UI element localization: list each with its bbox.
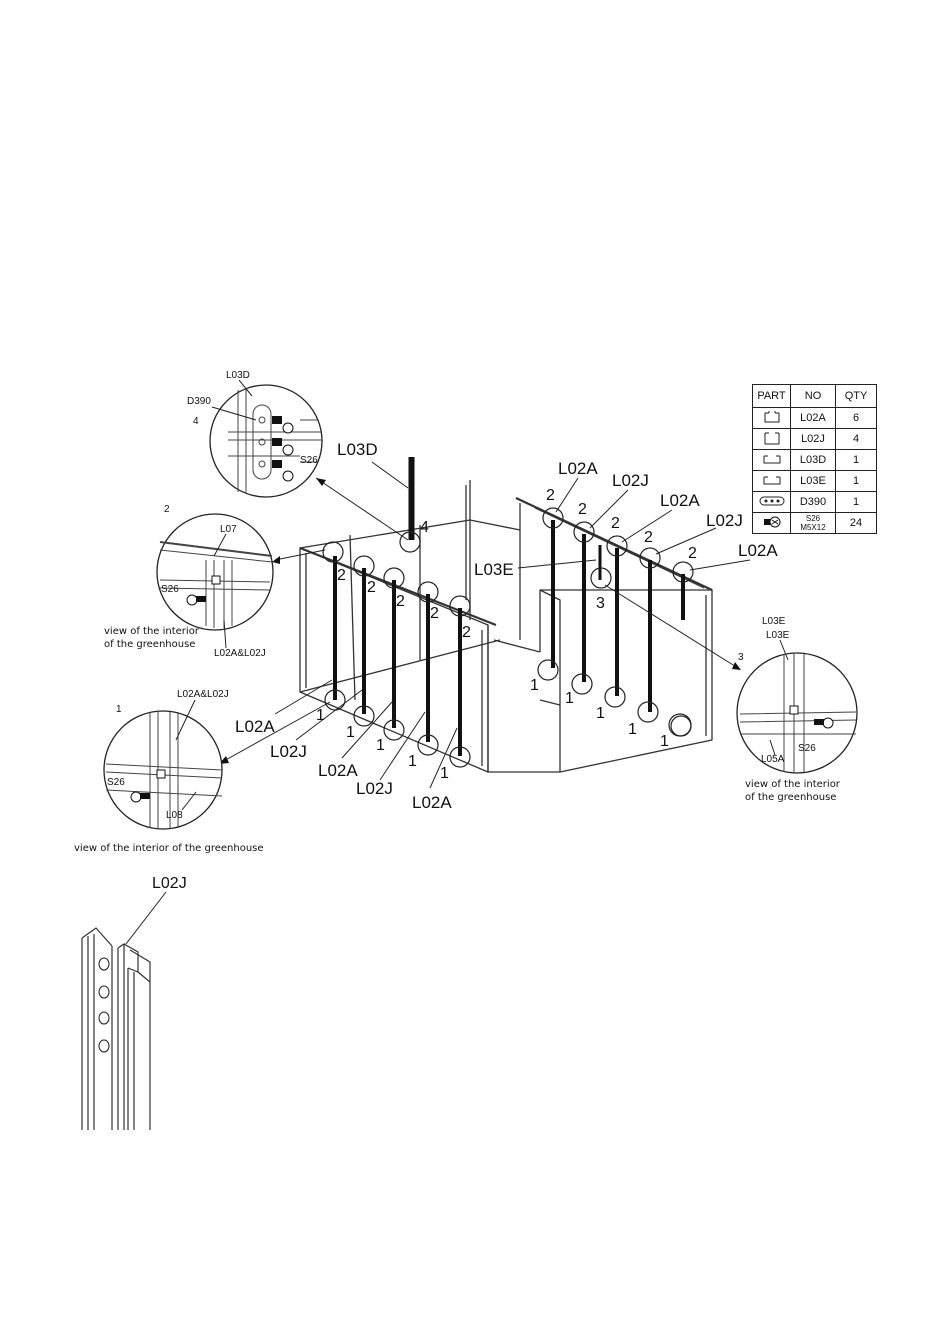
plate-holes-icon xyxy=(752,491,791,513)
step-2: 2 xyxy=(337,567,346,584)
detail-2: 2 L07 S26 L02A&L02J view of the interior… xyxy=(104,504,274,659)
detail-4: L03D D390 4 S26 xyxy=(187,370,323,498)
row-qty: 1 xyxy=(835,470,877,492)
detail-1: 1 L02A&L02J S26 L08 view of the interior… xyxy=(74,689,264,854)
row-qty: 4 xyxy=(835,428,877,450)
row-no: D390 xyxy=(790,491,836,513)
step-2: 2 xyxy=(396,593,405,610)
detail1-s26: S26 xyxy=(107,777,125,788)
detail2-caption2: of the greenhouse xyxy=(104,639,195,650)
detail3-l03e-a: L03E xyxy=(762,616,786,627)
detail4-l03d: L03D xyxy=(226,370,250,381)
step-2: 2 xyxy=(546,487,555,504)
step-4: 4 xyxy=(420,519,429,536)
step-3: 3 xyxy=(596,595,605,612)
table-row: L03E 1 xyxy=(752,470,877,492)
label-l02j-a: L02J xyxy=(612,471,649,490)
step-1: 1 xyxy=(316,707,325,724)
header-qty: QTY xyxy=(835,384,877,408)
l03d-post xyxy=(408,457,415,540)
step-1: 1 xyxy=(346,724,355,741)
detail1-parts: L02A&L02J xyxy=(177,689,229,700)
right-wall-frame xyxy=(515,497,713,773)
row-no-line1: S26 xyxy=(805,514,821,523)
label-l02a-a: L02A xyxy=(558,459,598,478)
detail4-s26: S26 xyxy=(300,455,318,466)
label-l02j-b: L02J xyxy=(706,511,743,530)
detail2-caption1: view of the interior xyxy=(104,626,200,637)
label-l02a-left2: L02A xyxy=(318,761,358,780)
row-qty: 1 xyxy=(835,449,877,471)
detail3-l05a: L05A xyxy=(761,754,785,765)
step-2: 2 xyxy=(688,545,697,562)
profile-flat-icon xyxy=(752,449,791,471)
row-no: L02J xyxy=(790,428,836,450)
detail4-d390: D390 xyxy=(187,396,211,407)
step-1: 1 xyxy=(376,737,385,754)
label-l03d: L03D xyxy=(337,440,378,459)
step-1: 1 xyxy=(628,721,637,738)
detail1-l08: L08 xyxy=(166,810,183,821)
parts-table-header: PART NO QTY xyxy=(752,384,877,408)
table-row: L02A 6 xyxy=(752,407,877,429)
label-l02j-left2: L02J xyxy=(356,779,393,798)
header-part: PART xyxy=(752,384,791,408)
step-1: 1 xyxy=(660,733,669,750)
table-row: L03D 1 xyxy=(752,449,877,471)
profile-u-tall-icon xyxy=(752,428,791,450)
detail3-num: 3 xyxy=(738,652,744,663)
header-no: NO xyxy=(790,384,836,408)
step-1: 1 xyxy=(408,753,417,770)
detail-3: L03E L03E 3 S26 L05A view of the interio… xyxy=(736,616,858,803)
parts-table: PART NO QTY L02A 6 L02J 4 L03D 1 L03E 1 … xyxy=(752,384,877,534)
profile-l02j: L02J xyxy=(81,875,187,1130)
detail3-l03e-b: L03E xyxy=(766,630,790,641)
profile-u-icon xyxy=(752,407,791,429)
label-l02j-left: L02J xyxy=(270,742,307,761)
detail2-s26: S26 xyxy=(161,584,179,595)
row-qty: 6 xyxy=(835,407,877,429)
label-l02a-b: L02A xyxy=(660,491,700,510)
detail1-num: 1 xyxy=(116,704,122,715)
step-1: 1 xyxy=(596,705,605,722)
row-qty: 1 xyxy=(835,491,877,513)
row-no-line2: M5X12 xyxy=(800,523,826,532)
row-qty: 24 xyxy=(835,512,877,534)
left-studs xyxy=(333,556,462,756)
profile-label: L02J xyxy=(152,875,187,892)
label-l02a-left3: L02A xyxy=(412,793,452,812)
detail3-caption2: of the greenhouse xyxy=(745,792,836,803)
step-1: 1 xyxy=(530,677,539,694)
row-no: L02A xyxy=(790,407,836,429)
row-no: L03D xyxy=(790,449,836,471)
label-l03e: L03E xyxy=(474,560,514,579)
step-2: 2 xyxy=(611,515,620,532)
step-1: 1 xyxy=(440,765,449,782)
screw-icon xyxy=(752,512,791,534)
step-1: 1 xyxy=(565,690,574,707)
profile-flat-icon xyxy=(752,470,791,492)
detail2-parts: L02A&L02J xyxy=(214,648,266,659)
step-2: 2 xyxy=(644,529,653,546)
detail3-caption1: view of the interior xyxy=(745,779,841,790)
step-2: 2 xyxy=(578,501,587,518)
label-l02a-left: L02A xyxy=(235,717,275,736)
detail4-num: 4 xyxy=(193,416,199,427)
detail1-caption: view of the interior of the greenhouse xyxy=(74,843,264,854)
table-row: D390 1 xyxy=(752,491,877,513)
step-2: 2 xyxy=(430,605,439,622)
detail2-num: 2 xyxy=(164,504,170,515)
detail3-s26: S26 xyxy=(798,743,816,754)
step-2: 2 xyxy=(367,579,376,596)
detail2-l07: L07 xyxy=(220,524,237,535)
table-row: L02J 4 xyxy=(752,428,877,450)
step-2: 2 xyxy=(462,624,471,641)
label-l02a-c: L02A xyxy=(738,541,778,560)
row-no: L03E xyxy=(790,470,836,492)
